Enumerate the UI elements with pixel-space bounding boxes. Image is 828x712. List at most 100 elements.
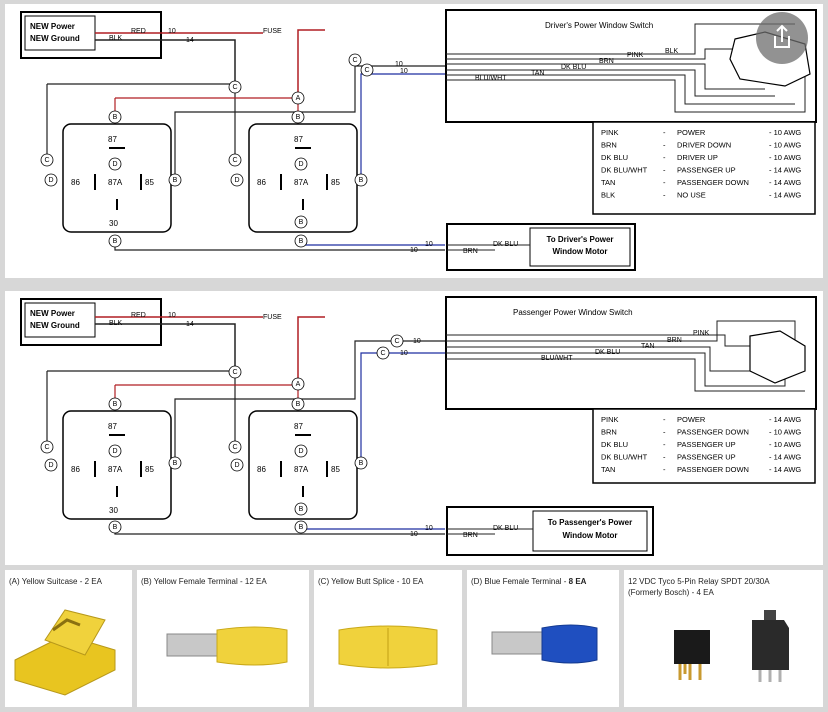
legend-cell: BLK xyxy=(601,191,615,200)
relay3-pin30: 30 xyxy=(109,506,118,515)
legend-cell: PASSENGER UP xyxy=(677,166,736,175)
splice-c-icon xyxy=(360,63,374,77)
splice-c-icon xyxy=(390,334,404,348)
legend-cell: PASSENGER UP xyxy=(677,440,736,449)
blk-wire-label: BLK xyxy=(109,320,123,327)
relay2-pin85: 85 xyxy=(331,178,340,187)
connector-letter: B xyxy=(113,238,118,245)
driver-motor-label-1: To Driver's Power xyxy=(546,235,613,244)
relay-icon xyxy=(674,610,789,682)
passenger-motor-label-box xyxy=(532,510,648,552)
motor-brn-label: BRN xyxy=(463,532,478,539)
relay2-pin87a: 87A xyxy=(294,178,309,187)
switch-pink-label: PINK xyxy=(627,52,644,59)
black-ground-wire xyxy=(95,39,236,84)
fourteen-awg-label: 14 xyxy=(186,321,194,328)
switch-ten-label-1: 10 xyxy=(395,61,403,68)
connector-letter: A xyxy=(296,95,301,102)
part-relay-caption: 12 VDC Tyco 5-Pin Relay SPDT 20/30A(Form… xyxy=(628,576,770,598)
legend-cell: - 10 AWG xyxy=(769,128,801,137)
legend-cell: BRN xyxy=(601,141,617,150)
connector-letter: D xyxy=(112,448,117,455)
motor-dkblu-label: DK BLU xyxy=(493,525,518,532)
terminal-b-icon xyxy=(168,173,182,187)
relay3-pin85: 85 xyxy=(145,465,154,474)
terminal-b-icon xyxy=(294,215,308,229)
driver-legend-box xyxy=(592,121,816,215)
switch-wire-2 xyxy=(360,352,445,463)
splice-c-icon xyxy=(348,53,362,67)
fuse-label: FUSE xyxy=(263,28,282,35)
power-box xyxy=(20,11,162,59)
blue-female-terminal-icon xyxy=(491,624,598,664)
part-c-panel: (C) Yellow Butt Splice - 10 EA xyxy=(314,570,462,707)
brn-switch-wire xyxy=(446,320,796,343)
motor-wire-2 xyxy=(300,527,445,530)
passenger-motor-label-2: Window Motor xyxy=(562,531,617,540)
connector-letter: C xyxy=(352,57,357,64)
terminal-d-icon xyxy=(44,458,58,472)
switch-tan-label: TAN xyxy=(531,70,544,77)
connector-letter: C xyxy=(44,444,49,451)
red-87-bus xyxy=(114,384,299,409)
parts-list: (A) Yellow Suitcase - 2 EA (B) Yellow Fe… xyxy=(5,570,823,707)
connector-letter: D xyxy=(48,462,53,469)
switch-bluwht-label: BLU/WHT xyxy=(541,355,573,362)
terminal-b-icon xyxy=(108,520,122,534)
motor-ten-label-2: 10 xyxy=(410,531,418,538)
tan-switch-wire xyxy=(446,346,775,372)
terminal-b-icon xyxy=(168,456,182,470)
splice-c-icon xyxy=(228,80,242,94)
legend-cell: PASSENGER DOWN xyxy=(677,465,749,474)
terminal-b-icon xyxy=(294,520,308,534)
motor-wire-1 xyxy=(114,527,445,535)
legend-cell: - 14 AWG xyxy=(769,191,801,200)
splice-c-icon xyxy=(228,365,242,379)
motor-brn-label: BRN xyxy=(463,248,478,255)
legend-cell: - 10 AWG xyxy=(769,141,801,150)
relay4-pin86: 86 xyxy=(257,465,266,474)
legend-cell: - xyxy=(663,453,666,462)
connector-letter: B xyxy=(299,524,304,531)
part-relay-panel: 12 VDC Tyco 5-Pin Relay SPDT 20/30A(Form… xyxy=(624,570,823,707)
new-power-label: NEW Power xyxy=(30,309,75,318)
new-ground-label: NEW Ground xyxy=(30,321,80,330)
connector-letter: B xyxy=(173,177,178,184)
splice-c-icon xyxy=(40,153,54,167)
part-d-panel: (D) Blue Female Terminal - 8 EA xyxy=(467,570,619,707)
connector-letter: B xyxy=(296,401,301,408)
driver-switch-title: Driver's Power Window Switch xyxy=(545,21,653,30)
switch-ten-label-1: 10 xyxy=(413,338,421,345)
legend-cell: NO USE xyxy=(677,191,706,200)
legend-cell: DRIVER DOWN xyxy=(677,141,731,150)
switch-connector-icon xyxy=(749,330,806,384)
switch-pink-label: PINK xyxy=(693,330,710,337)
red-87-bus xyxy=(114,97,299,124)
dkblu-switch-wire xyxy=(446,69,775,97)
part-a-panel: (A) Yellow Suitcase - 2 EA xyxy=(5,570,132,707)
blk-wire-label: BLK xyxy=(109,35,123,42)
relay2-pin86: 86 xyxy=(257,178,266,187)
relay2-pin-marks xyxy=(280,147,328,210)
terminal-d-icon xyxy=(230,458,244,472)
suitcase-a-icon xyxy=(291,91,305,105)
legend-cell: - xyxy=(663,166,666,175)
relay3-pin87: 87 xyxy=(108,422,117,431)
passenger-motor-label-1: To Passenger's Power xyxy=(548,518,632,527)
share-button[interactable] xyxy=(756,12,808,64)
legend-cell: DK BLU xyxy=(601,153,628,162)
part-b-panel: (B) Yellow Female Terminal - 12 EA xyxy=(137,570,309,707)
fuse-label: FUSE xyxy=(263,314,282,321)
black-ground-wire xyxy=(95,323,236,371)
legend-cell: - 10 AWG xyxy=(769,153,801,162)
dkblu-switch-wire xyxy=(446,352,786,387)
relay3-pin-marks xyxy=(94,434,142,497)
connector-letter: B xyxy=(173,460,178,467)
terminal-b-icon xyxy=(108,110,122,124)
switch-bluwht-label: BLU/WHT xyxy=(475,75,507,82)
passenger-legend-box xyxy=(592,408,816,484)
splice-c-icon xyxy=(228,153,242,167)
switch-blk-label: BLK xyxy=(665,48,679,55)
passenger-wiring-diagram: NEW Power NEW Ground RED 10 FUSE BLK 14 … xyxy=(5,291,823,565)
switch-tan-label: TAN xyxy=(641,343,654,350)
